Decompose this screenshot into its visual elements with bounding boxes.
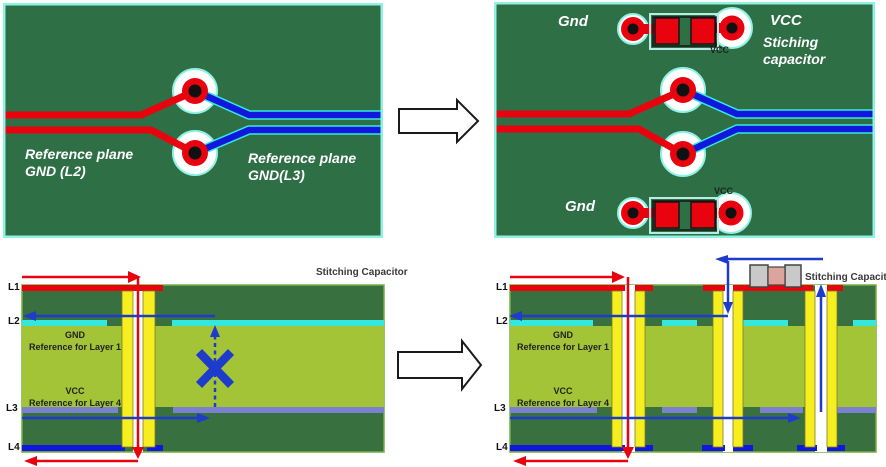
stitching-capacitor-component: [749, 264, 802, 288]
layer-label-l1: L1: [8, 282, 20, 293]
return-path-blue: [509, 255, 826, 423]
via-pads: [670, 77, 696, 167]
gnd-label-top: Gnd: [558, 13, 588, 30]
layer-label-l1: L1: [496, 282, 508, 293]
stitching-capacitor-label: Stiching capacitor: [763, 34, 826, 67]
ref-plane-gnd-l3-label: Reference plane GND(L3): [248, 150, 357, 183]
return-path-blue: [22, 311, 235, 423]
diff-pair-traces: [3, 86, 383, 158]
via-vcc-label-bottom: VCC: [714, 186, 734, 196]
ref-plane-gnd-l2-label: Reference plane GND (L2): [25, 146, 134, 179]
blocked-path-x-mark: [195, 349, 235, 388]
stitching-capacitor-footprint-top: [617, 7, 753, 50]
l1-trace: [510, 285, 843, 291]
via-pads: [182, 78, 208, 166]
layer-label-l4: L4: [8, 442, 20, 453]
gnd-reference-text: GND Reference for Layer 1: [516, 330, 610, 352]
cross-section-before-panel: L1 L2 L3 L4 GND Reference for Layer 1 VC…: [0, 255, 480, 467]
layer-label-l4: L4: [496, 442, 508, 453]
stitching-capacitor-caption: Stitching Capacitor: [805, 272, 886, 283]
l4-trace: [22, 445, 163, 451]
l4-trace: [510, 445, 845, 451]
vcc-reference-text: VCC Reference for Layer 4: [28, 386, 122, 408]
stitching-capacitor-footprint-bottom: [617, 192, 752, 234]
gnd-label-bottom: Gnd: [565, 198, 595, 215]
cross-section-before-drawing: [21, 271, 385, 466]
diff-pair-traces: [494, 85, 875, 159]
pcb-top-after-drawing: [494, 2, 875, 238]
gnd-reference-text: GND Reference for Layer 1: [28, 330, 122, 352]
layer-label-l3: L3: [6, 403, 18, 414]
signal-path-red: [22, 271, 144, 466]
pcb-top-before-panel: Reference plane GND (L2) Reference plane…: [3, 3, 383, 238]
via-vcc-label-top: VCC: [710, 45, 730, 55]
vcc-label: VCC: [770, 12, 802, 29]
signal-vias: [121, 290, 156, 448]
layer-label-l2: L2: [8, 316, 20, 327]
vcc-plane-l3: [510, 407, 876, 413]
transform-arrow-top: [398, 97, 480, 145]
vias: [611, 290, 838, 448]
gnd-plane-l2: [22, 320, 384, 326]
vcc-reference-text: VCC Reference for Layer 4: [516, 386, 610, 408]
layer-label-l2: L2: [496, 316, 508, 327]
l1-trace: [22, 285, 163, 291]
layer-label-l3: L3: [494, 403, 506, 414]
vcc-plane-l3: [22, 407, 384, 413]
pcb-top-after-panel: Gnd Gnd VCC Stiching capacitor VCC VCC: [494, 2, 875, 238]
transform-arrow-bottom: [397, 338, 483, 392]
cross-section-after-drawing: [509, 255, 877, 466]
gnd-plane-l2: [510, 320, 876, 326]
cross-section-after-panel: L1 L2 L3 L4 GND Reference for Layer 1 VC…: [480, 255, 886, 467]
stitching-capacitor-caption: Stitching Capacitor: [316, 267, 408, 278]
pcb-top-before-drawing: [3, 3, 383, 238]
